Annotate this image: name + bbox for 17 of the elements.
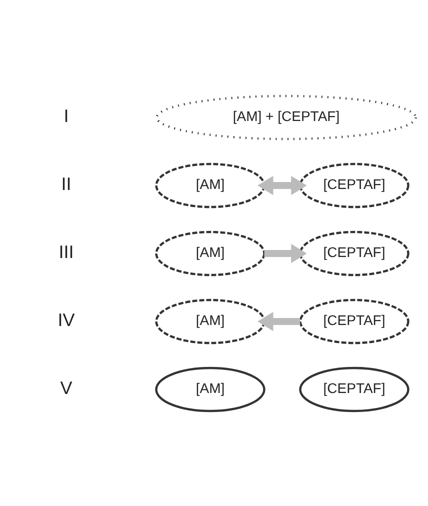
node-ellipse: [AM] [155,366,266,412]
node-ellipse: [CEPTAF] [299,366,410,412]
node-ellipse: [AM] [155,298,266,344]
arrow [264,243,307,263]
node-ellipse: [AM] [155,230,266,276]
arrow [258,175,307,195]
node-ellipse: [CEPTAF] [299,298,410,344]
node-ellipse: [CEPTAF] [299,162,410,208]
arrow [258,311,300,331]
label: I [64,105,69,126]
node-ellipse: [CEPTAF] [299,230,410,276]
node-ellipse: [AM] [155,162,266,208]
label: II [61,173,72,194]
label: V [60,377,72,398]
node-ellipse: [AM] + [CEPTAF] [156,94,417,140]
label: III [58,241,74,262]
label: IV [58,309,75,330]
